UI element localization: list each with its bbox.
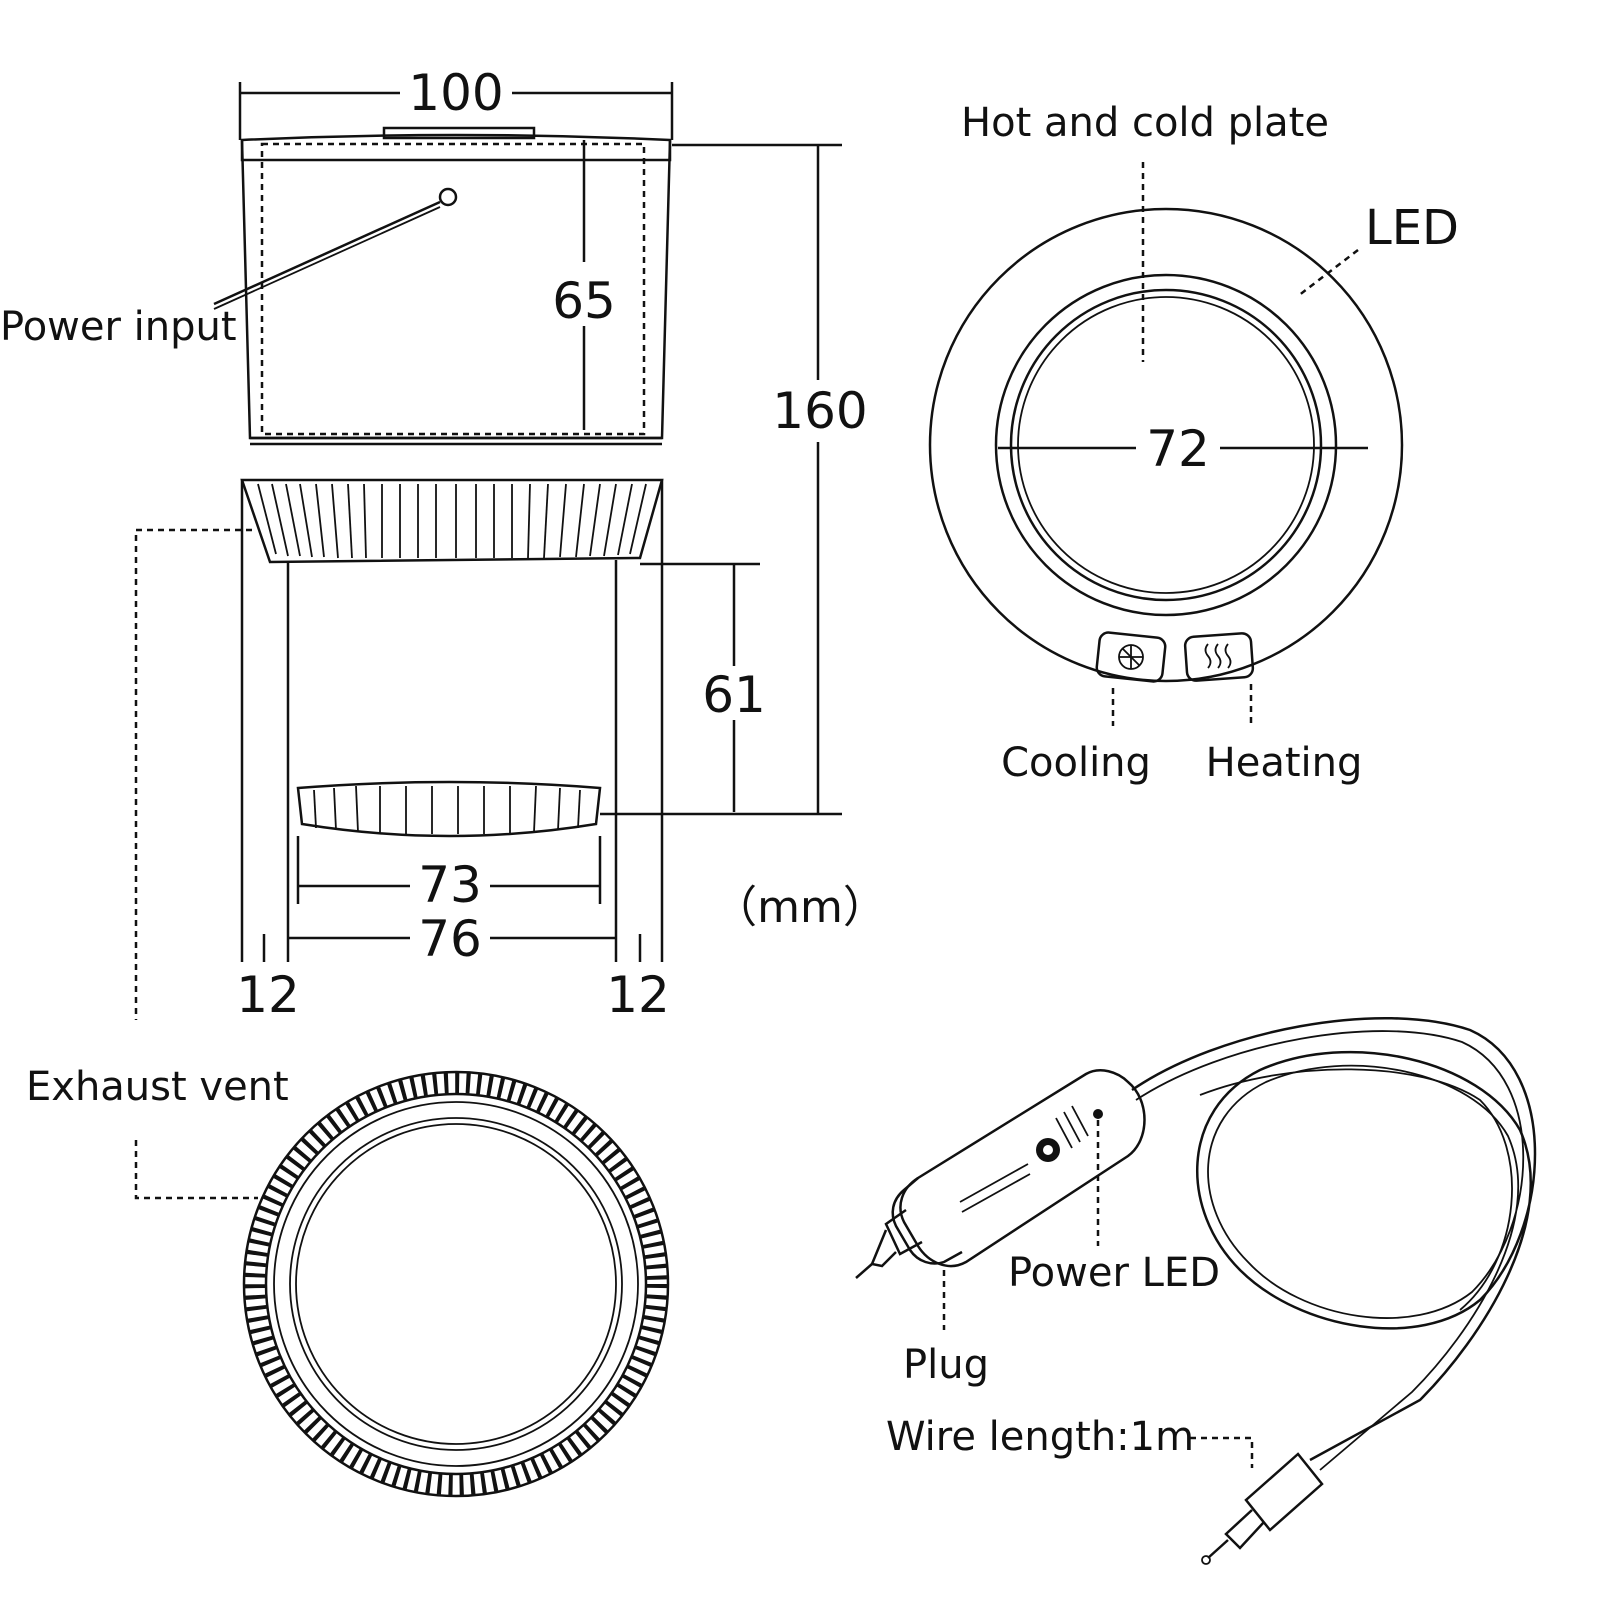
dimension-12-right-label: 12 xyxy=(606,966,670,1024)
dimension-top-width: 100 xyxy=(238,64,674,140)
led-ring-outer xyxy=(994,273,1338,617)
lid-top xyxy=(240,133,672,162)
dimension-100-label: 100 xyxy=(408,64,503,122)
unit-label: （mm） xyxy=(713,882,887,933)
heating-button[interactable] xyxy=(1183,632,1255,682)
cooling-button[interactable] xyxy=(1095,631,1167,683)
cooling-label: Cooling xyxy=(1001,740,1151,786)
power-led-label: Power LED xyxy=(1008,1250,1220,1296)
snowflake-fan-icon xyxy=(1118,644,1144,670)
hot-cold-plate-label: Hot and cold plate xyxy=(961,100,1329,146)
wire-length-label: Wire length:1m xyxy=(886,1414,1194,1460)
plug-label: Plug xyxy=(903,1342,989,1388)
vent-ring xyxy=(240,478,664,564)
bottom-view-ring xyxy=(242,1070,670,1498)
power-cable-diagram: Power LED Plug Wire length:1m xyxy=(855,1017,1537,1565)
power-led-icon xyxy=(1093,1109,1103,1119)
car-plug xyxy=(855,1069,1146,1279)
top-view-plate: Hot and cold plate LED 72 xyxy=(928,100,1459,786)
plate-surface xyxy=(1017,296,1315,594)
dimension-160-label: 160 xyxy=(772,382,867,440)
dimension-72-label: 72 xyxy=(1146,420,1210,478)
dimension-76-label: 76 xyxy=(418,910,482,968)
coiled-cable xyxy=(1131,1017,1537,1462)
power-input-label: Power input xyxy=(0,304,237,350)
heating-label: Heating xyxy=(1206,740,1363,786)
heat-waves-icon xyxy=(1204,643,1232,669)
lid-button xyxy=(382,126,536,140)
cable-end-connector xyxy=(1201,1452,1324,1565)
side-view: 100 65 Power input xyxy=(0,64,887,1024)
dimension-65-label: 65 xyxy=(552,272,616,330)
inner-cup-outline xyxy=(260,142,646,436)
vent-ring-slots xyxy=(257,483,647,559)
exhaust-vent-label: Exhaust vent xyxy=(26,1064,289,1110)
led-ring-inner xyxy=(1009,288,1323,602)
plate-outer-rim xyxy=(928,207,1404,683)
dimension-73-label: 73 xyxy=(418,856,482,914)
bottom-vent-ring xyxy=(296,780,602,838)
led-label: LED xyxy=(1365,200,1459,256)
power-input-port xyxy=(438,187,458,207)
dimension-61-label: 61 xyxy=(702,666,766,724)
exhaust-vent-callout: Exhaust vent xyxy=(26,528,289,1200)
dimension-12-left-label: 12 xyxy=(236,966,300,1024)
